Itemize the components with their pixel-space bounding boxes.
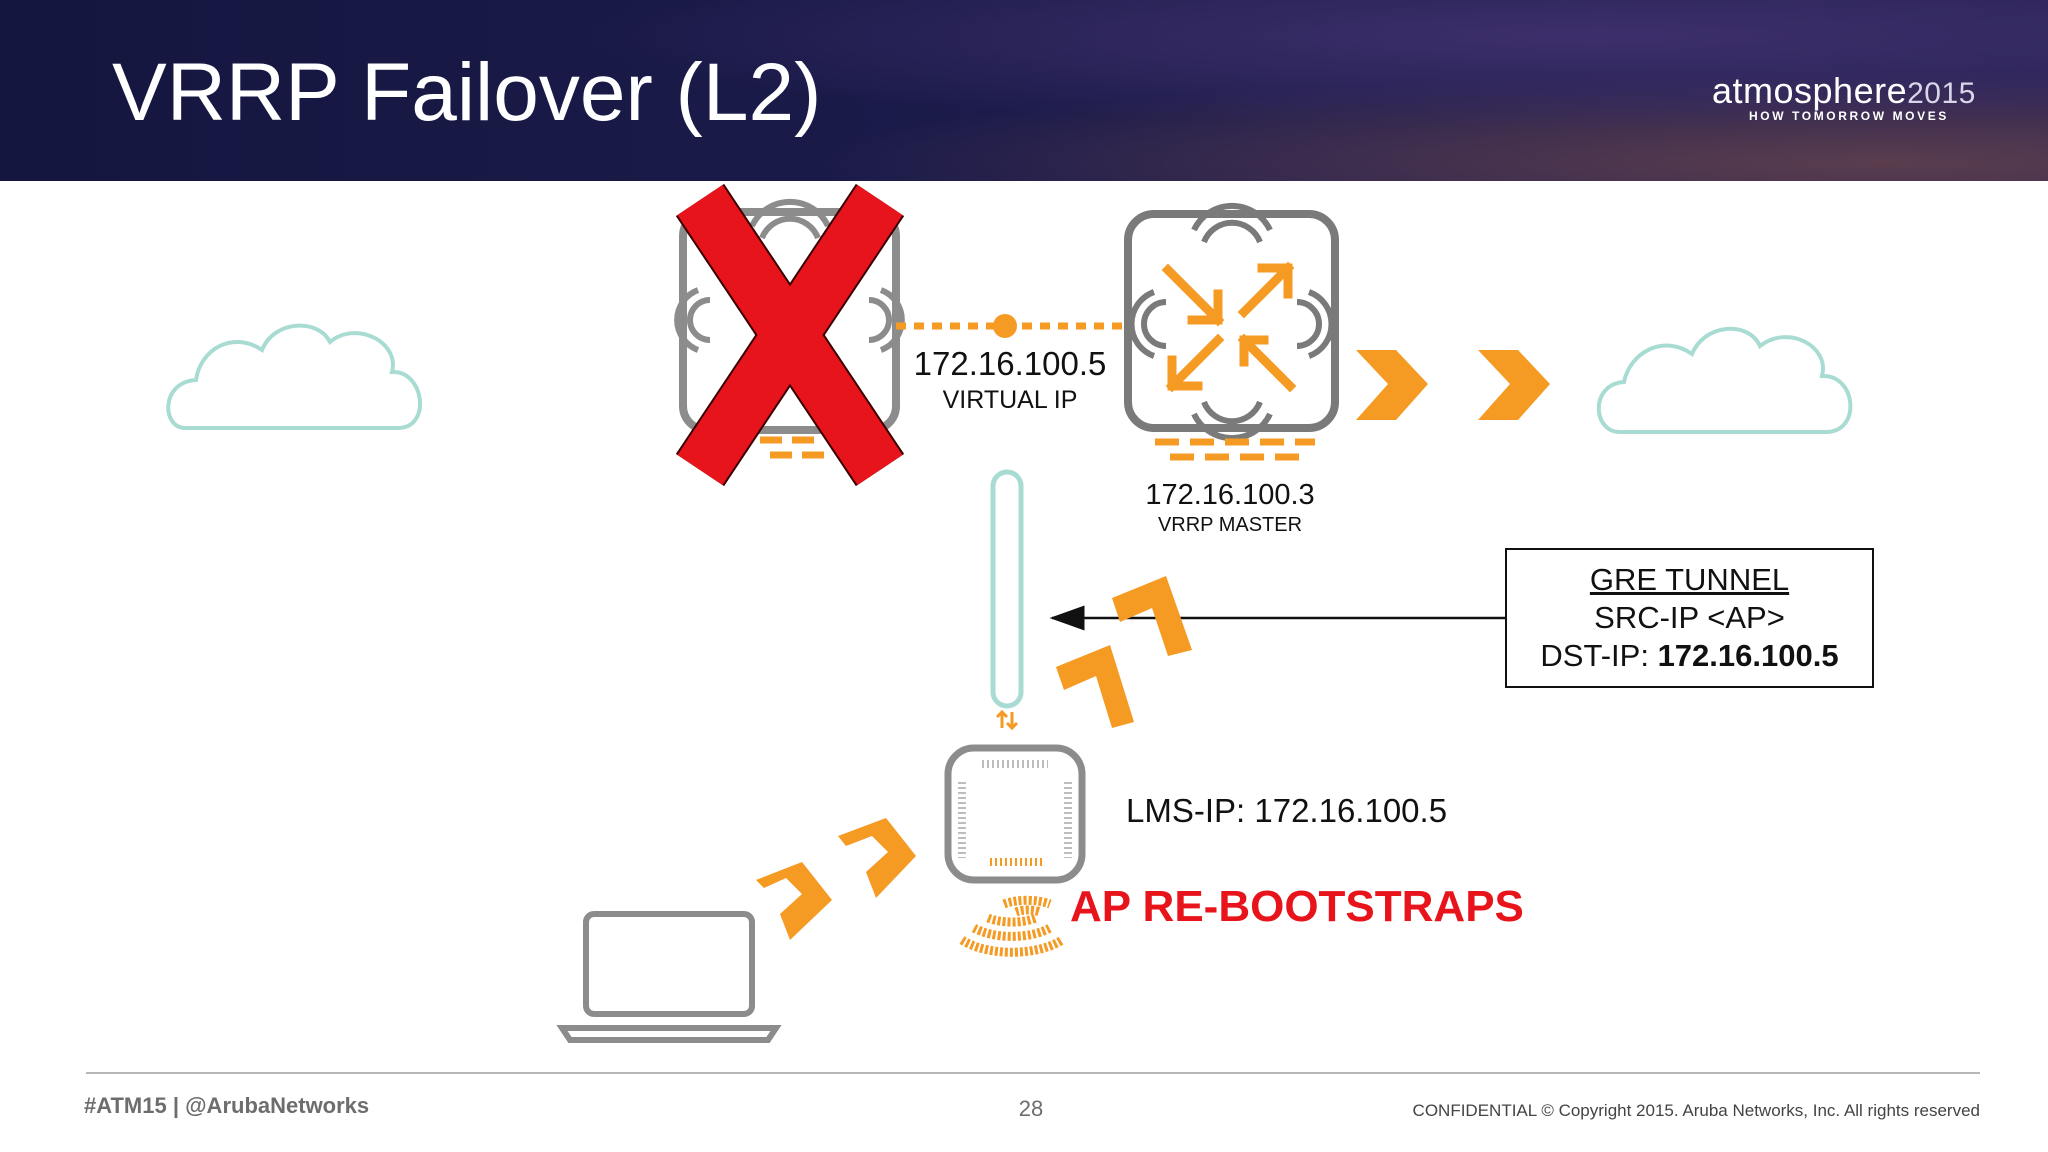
brand-name: atmosphere: [1712, 70, 1908, 111]
page-number: 28: [1018, 1096, 1044, 1121]
gre-tunnel-pipe: [990, 469, 1024, 709]
gre-src: SRC-IP <AP>: [1594, 600, 1785, 635]
laptop-icon: [556, 911, 782, 1043]
brand-tagline: HOW TOMORROW MOVES: [1749, 109, 1949, 123]
chevron-arrow-icon: [1056, 645, 1134, 728]
slide-header: VRRP Failover (L2) atmosphere2015 HOW TO…: [0, 0, 2048, 181]
cloud-icon: [166, 323, 422, 430]
chevron-arrow-icon: [1478, 350, 1550, 420]
brand-logo: atmosphere2015: [1712, 70, 1976, 112]
master-address: 172.16.100.3: [1145, 479, 1315, 511]
tunnel-flow-icon: [995, 709, 1019, 731]
footer-copyright: CONFIDENTIAL © Copyright 2015. Aruba Net…: [1412, 1101, 1980, 1120]
gre-dst-prefix: DST-IP:: [1540, 638, 1658, 673]
gre-tunnel-callout: GRE TUNNEL SRC-IP <AP> DST-IP: 172.16.10…: [1505, 548, 1874, 688]
gre-title: GRE TUNNEL: [1589, 562, 1790, 597]
wifi-waves-icon: [959, 895, 1065, 957]
ap-status: AP RE-BOOTSTRAPS: [1070, 882, 1524, 931]
master-label: VRRP MASTER: [1157, 514, 1303, 536]
footer-hashtag: #ATM15 | @ArubaNetworks: [84, 1093, 370, 1118]
gre-dst-value: 172.16.100.5: [1657, 638, 1839, 673]
chevron-arrow-icon: [756, 862, 832, 940]
controller-icon: [1124, 202, 1339, 461]
cloud-icon: [1596, 326, 1853, 434]
chevron-arrow-icon: [1356, 350, 1428, 420]
ap-lms-ip: LMS-IP: 172.16.100.5: [1126, 792, 1448, 829]
virtual-ip-label: VIRTUAL IP: [942, 386, 1078, 414]
brand-year: 2015: [1907, 77, 1976, 110]
slide-title: VRRP Failover (L2): [112, 47, 822, 138]
footer-divider: [86, 1072, 1980, 1074]
access-point-icon: [944, 744, 1086, 884]
virtual-ip-node: [993, 314, 1017, 338]
virtual-ip-address: 172.16.100.5: [913, 345, 1107, 382]
chevron-arrow-icon: [1112, 576, 1192, 656]
failed-x-icon: [675, 183, 905, 487]
gre-dst: DST-IP: 172.16.100.5: [1507, 638, 1872, 674]
chevron-arrow-icon: [838, 818, 916, 898]
